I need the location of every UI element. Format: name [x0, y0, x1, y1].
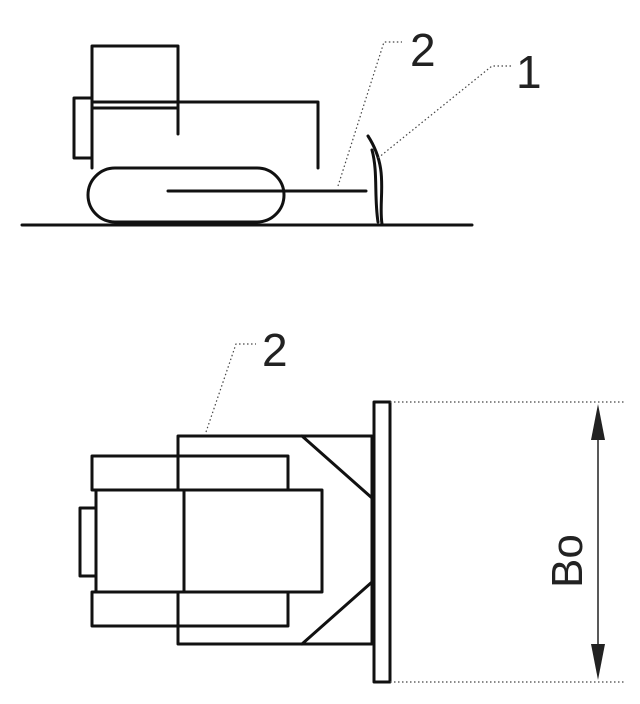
dimension-arrow-bottom	[591, 644, 605, 680]
track-upper-plan	[90, 454, 290, 492]
leader-blade	[377, 65, 512, 159]
rear-counterweight	[72, 96, 94, 160]
track-lower-plan	[90, 590, 290, 628]
dimension-arrow-top	[591, 404, 605, 440]
leader-frame-top	[205, 343, 256, 433]
label-frame-side: 2	[410, 24, 436, 76]
blade-plan	[372, 400, 392, 684]
dimension-label-width: Bo	[543, 534, 592, 588]
side-view: 2 1	[20, 24, 542, 227]
body-plan	[94, 488, 324, 594]
frame-brace-upper	[300, 434, 374, 500]
crawler-track	[86, 166, 286, 224]
counterweight-plan	[78, 506, 98, 578]
frame-brace-lower	[300, 580, 374, 646]
cab-outline	[90, 44, 180, 110]
top-view: Bo 2	[78, 324, 624, 684]
label-frame-top: 2	[262, 324, 288, 376]
blade-inner-edge	[370, 148, 380, 224]
engine-hood	[90, 100, 320, 170]
blade	[366, 134, 384, 226]
leader-frame-side	[337, 41, 402, 187]
label-blade: 1	[516, 46, 542, 98]
